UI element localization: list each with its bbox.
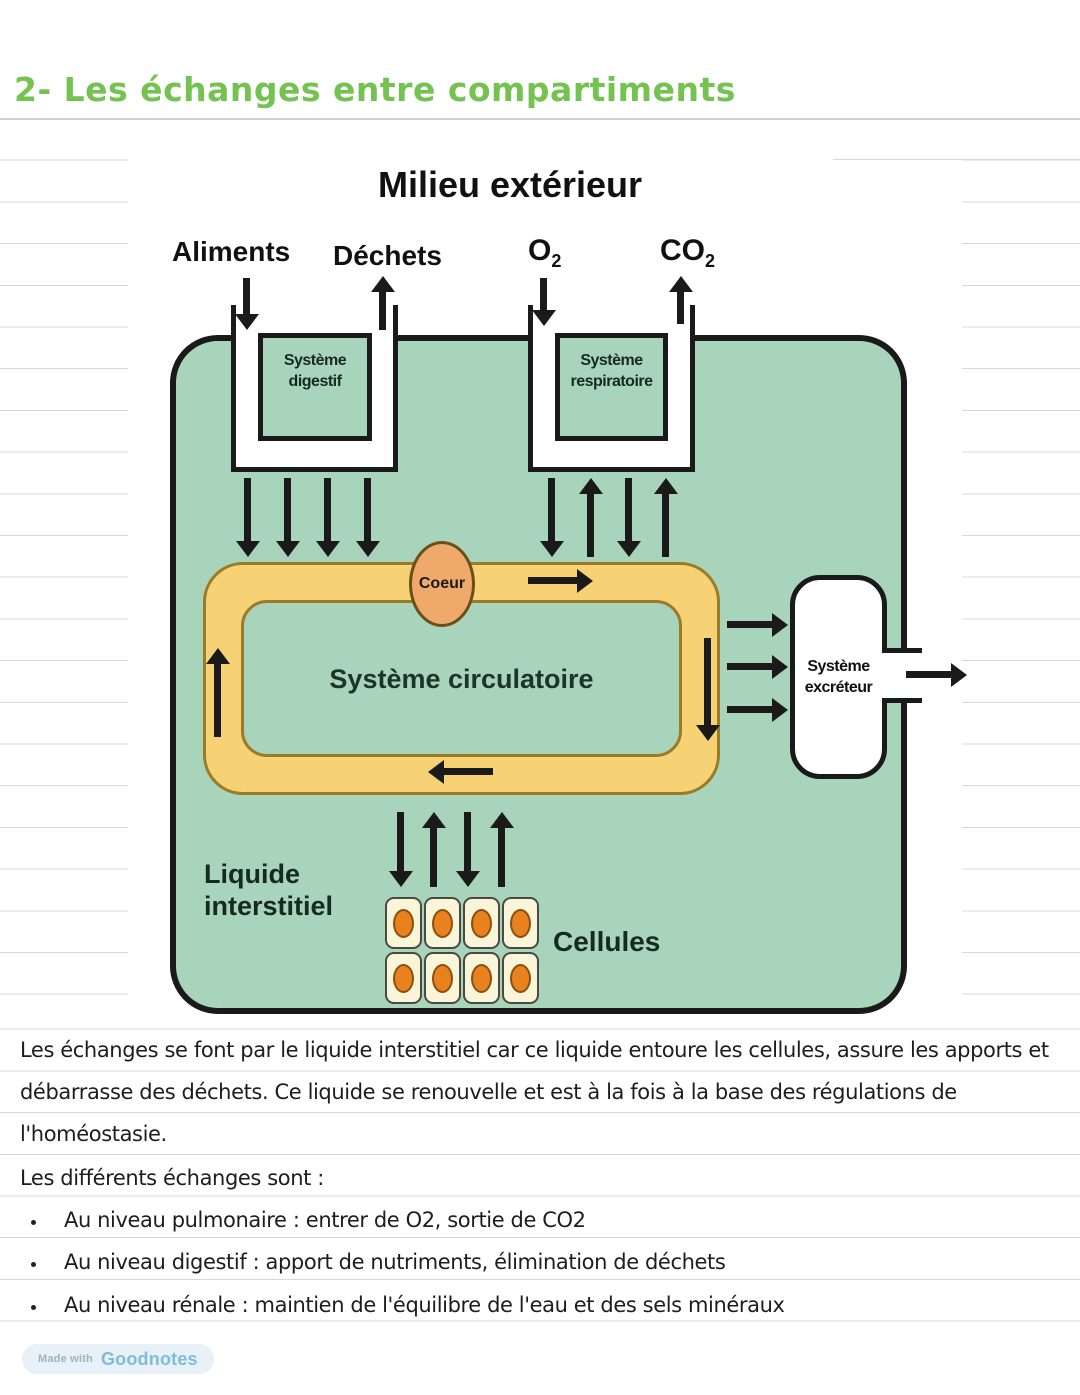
arrow-digestive-exchange-icon bbox=[275, 478, 300, 557]
arrow-digestive-exchange-icon bbox=[355, 478, 380, 557]
external-environment-title: Milieu extérieur bbox=[377, 164, 643, 205]
cell bbox=[463, 897, 500, 949]
arrow-cell-exchange-icon bbox=[455, 812, 480, 887]
co2-label: CO2 bbox=[660, 234, 715, 272]
arrow-excretion-out-icon bbox=[906, 662, 967, 687]
cell-nucleus-icon bbox=[510, 963, 531, 993]
digestive-system-label-line2: digestif bbox=[288, 373, 342, 390]
arrow-to-excretory-icon bbox=[727, 654, 788, 679]
o2-symbol: O bbox=[528, 234, 552, 267]
arrow-blood-flow-left-icon bbox=[205, 648, 230, 737]
arrow-o2-in-icon bbox=[531, 278, 556, 326]
co2-subscript: 2 bbox=[705, 251, 716, 271]
ruled-lines-bottom bbox=[0, 988, 1080, 1325]
heart-label: Coeur bbox=[418, 575, 466, 592]
note-paragraph-line: débarrasse des déchets. Ce liquide se re… bbox=[20, 1080, 957, 1104]
arrow-respiratory-exchange-icon bbox=[653, 478, 678, 557]
cell-nucleus-icon bbox=[510, 908, 531, 938]
cell-nucleus-icon bbox=[471, 908, 492, 938]
o2-subscript: 2 bbox=[551, 251, 562, 271]
note-bullet-digestive: Au niveau digestif : apport de nutriment… bbox=[30, 1250, 726, 1274]
interstitial-fluid-label-line1: Liquide bbox=[204, 859, 300, 889]
cells-label: Cellules bbox=[553, 926, 661, 957]
respiratory-system-label-line2: respiratoire bbox=[570, 373, 653, 390]
cell bbox=[502, 952, 539, 1004]
goodnotes-logo: Goodnotes bbox=[100, 1348, 198, 1369]
circulatory-system-label: Système circulatoire bbox=[329, 664, 594, 694]
arrow-respiratory-exchange-icon bbox=[616, 478, 641, 557]
arrow-cell-exchange-icon bbox=[421, 812, 446, 887]
o2-label: O2 bbox=[528, 234, 561, 272]
cell-nucleus-icon bbox=[471, 963, 492, 993]
cell-nucleus-icon bbox=[432, 963, 453, 993]
page-title: 2- Les échanges entre compartiments bbox=[14, 70, 736, 109]
arrow-digestive-exchange-icon bbox=[315, 478, 340, 557]
cell bbox=[424, 897, 461, 949]
arrow-aliments-in-icon bbox=[234, 278, 259, 330]
cell bbox=[502, 897, 539, 949]
arrow-to-excretory-icon bbox=[727, 612, 788, 637]
digestive-system-box: Système digestif bbox=[258, 333, 372, 441]
respiratory-system-label-line1: Système bbox=[580, 352, 643, 369]
aliments-label: Aliments bbox=[172, 236, 291, 267]
goodnotes-badge[interactable]: Made with Goodnotes bbox=[22, 1344, 214, 1374]
ruled-lines-left-margin bbox=[0, 119, 128, 997]
cell-nucleus-icon bbox=[432, 908, 453, 938]
arrow-co2-out-icon bbox=[668, 276, 693, 324]
cell bbox=[385, 952, 422, 1004]
interstitial-fluid-label-line2: interstitiel bbox=[204, 891, 334, 921]
arrow-respiratory-exchange-icon bbox=[539, 478, 564, 557]
arrow-respiratory-exchange-icon bbox=[578, 478, 603, 557]
ruled-lines-right-margin bbox=[962, 119, 1080, 997]
arrow-to-excretory-icon bbox=[727, 697, 788, 722]
ruled-line-segment bbox=[833, 159, 1080, 160]
note-paragraph-line: l'homéostasie. bbox=[20, 1122, 167, 1146]
heart-node: Coeur bbox=[409, 541, 475, 627]
cell bbox=[463, 952, 500, 1004]
cell-nucleus-icon bbox=[393, 908, 414, 938]
cell-nucleus-icon bbox=[393, 963, 414, 993]
cell bbox=[385, 897, 422, 949]
arrow-blood-flow-top-icon bbox=[528, 568, 593, 593]
digestive-system-label-line1: Système bbox=[283, 352, 347, 369]
title-underline bbox=[0, 118, 1080, 120]
badge-made-with-text: Made with bbox=[38, 1353, 93, 1365]
interstitial-fluid-label: Liquide interstitiel bbox=[204, 858, 333, 922]
compartments-diagram: Milieu extérieur Aliments Déchets O2 CO2… bbox=[170, 164, 967, 1014]
note-paragraph-line: Les échanges se font par le liquide inte… bbox=[20, 1038, 1049, 1062]
arrow-dechets-out-icon bbox=[370, 276, 395, 330]
excretory-system-label-line1: Système bbox=[807, 658, 870, 675]
arrow-cell-exchange-icon bbox=[388, 812, 413, 887]
note-bullet-pulmonary: Au niveau pulmonaire : entrer de O2, sor… bbox=[31, 1208, 586, 1232]
note-bullet-renal: Au niveau rénale : maintien de l'équilib… bbox=[31, 1293, 785, 1317]
excretory-system-label-line2: excréteur bbox=[804, 679, 873, 696]
excretory-system-box: Système excréteur bbox=[790, 575, 887, 779]
note-paragraph-line: Les différents échanges sont : bbox=[20, 1166, 324, 1190]
arrow-digestive-exchange-icon bbox=[235, 478, 260, 557]
respiratory-system-box: Système respiratoire bbox=[555, 333, 668, 441]
dechets-label: Déchets bbox=[333, 240, 442, 271]
arrow-blood-flow-bottom-icon bbox=[428, 759, 493, 784]
arrow-cell-exchange-icon bbox=[489, 812, 514, 887]
cell bbox=[424, 952, 461, 1004]
arrow-blood-flow-right-icon bbox=[695, 638, 720, 741]
co2-symbol: CO bbox=[660, 234, 705, 267]
